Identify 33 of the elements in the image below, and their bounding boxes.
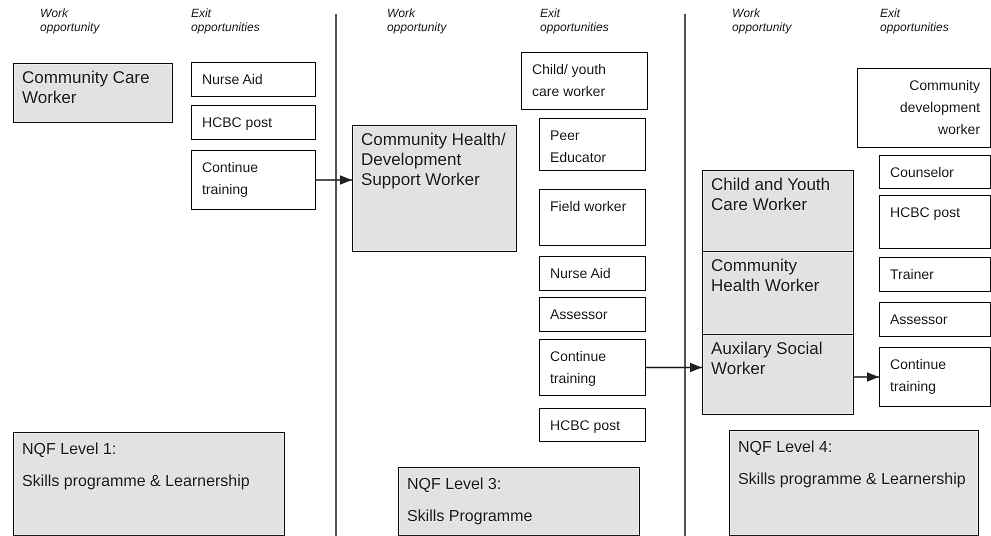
exit-opportunity-box: Trainer <box>879 257 991 292</box>
nqf-level-box: NQF Level 1: Skills programme & Learnership <box>13 432 285 536</box>
column-heading: Exit opportunities <box>191 6 261 34</box>
column-heading: Exit opportunities <box>880 6 950 34</box>
arrow <box>854 372 879 382</box>
exit-opportunity-box: Community development worker <box>857 68 991 148</box>
exit-opportunity-box: HCBC post <box>191 105 316 140</box>
work-opportunity-box: Child and Youth Care Worker <box>702 170 854 252</box>
work-opportunity-box: Community Health/ Development Support Worker <box>352 125 517 252</box>
column-heading: Work opportunity <box>387 6 448 34</box>
exit-opportunity-box: HCBC post <box>539 408 646 442</box>
exit-opportunity-box: Continue training <box>191 150 316 210</box>
exit-opportunity-box: Continue training <box>879 347 991 407</box>
work-opportunity-box: Auxilary Social Worker <box>702 334 854 415</box>
exit-opportunity-box: Assessor <box>539 297 646 332</box>
exit-opportunity-box: Nurse Aid <box>191 62 316 97</box>
arrow <box>316 175 352 185</box>
nqf-level-box: NQF Level 3: Skills Programme <box>398 467 640 536</box>
exit-opportunity-box: Nurse Aid <box>539 256 646 291</box>
column-heading: Work opportunity <box>732 6 793 34</box>
column-heading: Work opportunity <box>40 6 101 34</box>
work-opportunity-box: Community Care Worker <box>13 63 173 123</box>
exit-opportunity-box: Peer Educator <box>539 118 646 171</box>
exit-opportunity-box: Counselor <box>879 155 991 189</box>
arrow <box>646 362 702 372</box>
exit-opportunity-box: Field worker <box>539 189 646 246</box>
exit-opportunity-box: Assessor <box>879 302 991 337</box>
column-heading: Exit opportunities <box>540 6 610 34</box>
exit-opportunity-box: HCBC post <box>879 195 991 249</box>
work-opportunity-box: Community Health Worker <box>702 251 854 335</box>
exit-opportunity-box: Continue training <box>539 339 646 396</box>
exit-opportunity-box: Child/ youth care worker <box>521 52 648 110</box>
nqf-level-box: NQF Level 4: Skills programme & Learnership <box>729 430 979 536</box>
